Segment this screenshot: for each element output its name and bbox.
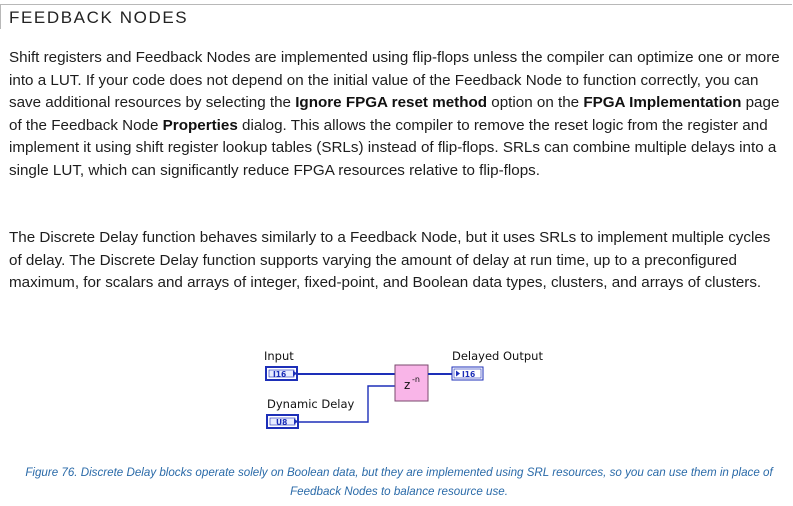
- section-heading-bar: FEEDBACK NODES: [0, 4, 792, 29]
- paragraph1-text-4: dialog. This allows the compiler to remo…: [9, 116, 777, 179]
- dynamic-delay-wire: [298, 385, 395, 423]
- block-diagram: Input I16 Dynamic Delay U8 z -n Delayed …: [264, 349, 543, 429]
- section-title: FEEDBACK NODES: [9, 8, 189, 27]
- figure-caption: Figure 76. Discrete Delay blocks operate…: [25, 466, 773, 498]
- delayed-output-type-label: I16: [462, 370, 475, 379]
- discrete-delay-node: z -n: [394, 364, 429, 402]
- delayed-output-terminal: I16: [451, 366, 484, 381]
- paragraph-shift-registers: Shift registers and Feedback Nodes are i…: [9, 47, 784, 183]
- paragraph1-text-2: option on the: [487, 94, 584, 112]
- dynamic-delay-label: Dynamic Delay: [267, 397, 355, 411]
- node-exponent: -n: [412, 375, 420, 384]
- dynamic-delay-terminal: U8: [266, 414, 299, 429]
- input-terminal: I16: [265, 366, 298, 381]
- fpga-implementation-term: FPGA Implementation: [583, 94, 742, 112]
- paragraph1-text-1: Shift registers and Feedback Nodes are i…: [9, 49, 780, 112]
- dynamic-delay-type-label: U8: [276, 418, 287, 427]
- input-type-label: I16: [273, 370, 286, 379]
- properties-term: Properties: [162, 116, 238, 134]
- delayed-output-label: Delayed Output: [452, 349, 543, 363]
- paragraph1-text-3: page of the Feedback Node: [9, 94, 780, 134]
- ignore-fpga-reset-method-term: Ignore FPGA reset method: [295, 94, 488, 112]
- input-label: Input: [264, 349, 294, 363]
- node-symbol: z: [404, 378, 410, 392]
- paragraph-discrete-delay: The Discrete Delay function behaves simi…: [9, 229, 771, 292]
